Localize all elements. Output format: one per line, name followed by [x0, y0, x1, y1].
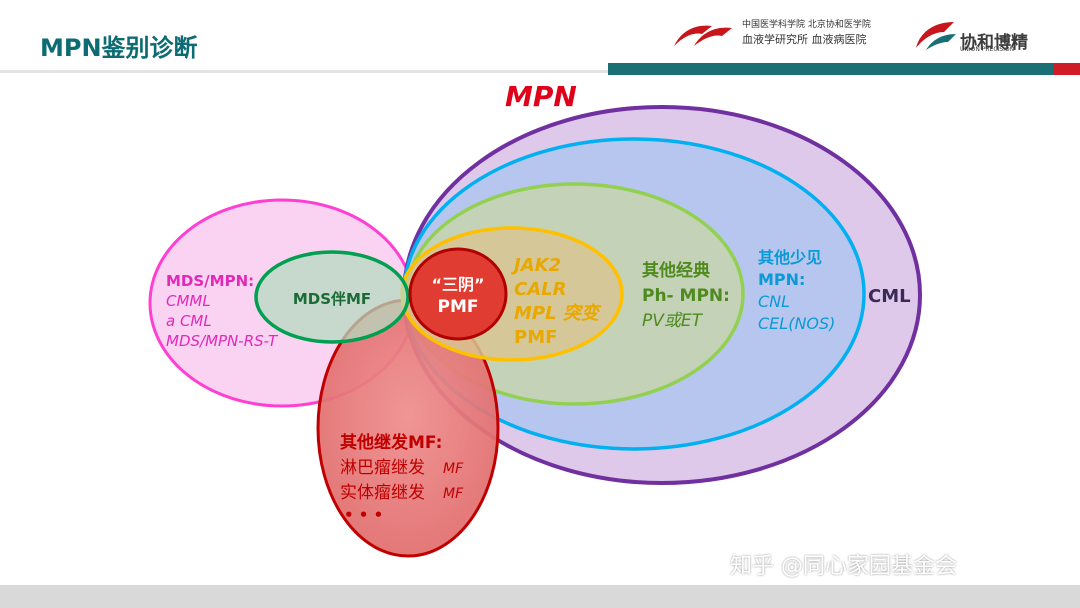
brand-subtitle: UNION PRECISION: [960, 46, 1015, 53]
mds-mf-label: MDS伴MF: [293, 290, 371, 308]
other-rare-title: 其他少见: [758, 248, 822, 267]
triple-negative-label: “三阴”: [431, 275, 484, 294]
other-rare-subtitle: MPN:: [758, 270, 805, 289]
mpn-label: MPN: [505, 80, 577, 113]
mutation-jak2: JAK2: [511, 255, 561, 276]
other-classic-subtitle: Ph- MPN:: [642, 286, 730, 306]
secondary-mf-title: 其他继发MF:: [340, 432, 442, 453]
brand-logo-icon: [916, 22, 956, 50]
secondary-mf-lymphoma-mf: MF: [443, 461, 464, 477]
footer-bar: [0, 585, 1080, 608]
cml-label: CML: [868, 286, 911, 307]
institute-logo-icon: [674, 25, 732, 46]
institute-name-line2: 血液学研究所 血液病医院: [742, 33, 867, 46]
header-rule: [0, 70, 1080, 73]
mutation-pmf: PMF: [514, 327, 557, 348]
triple-negative-pmf-ellipse: [408, 247, 508, 341]
header-bar-teal: [608, 63, 1053, 75]
brand-name: 协和博精: [960, 33, 1028, 53]
mutation-calr: CALR: [514, 279, 566, 300]
watermark: 知乎 @同心家园基金会: [730, 554, 957, 579]
other-classic-title: 其他经典: [642, 260, 710, 281]
header-bar-red: [1053, 63, 1080, 75]
mds-mpn-acml: a CML: [166, 312, 212, 330]
mds-mpn-title: MDS/MPN:: [166, 272, 254, 290]
page-title: MPN鉴别诊断: [40, 34, 198, 62]
mds-mf-ellipse: [254, 250, 410, 344]
other-rare-cel: CEL(NOS): [758, 314, 835, 333]
other-rare-cnl: CNL: [758, 292, 790, 311]
secondary-mf-ellipsis: • • •: [344, 506, 383, 524]
mutation-mpl: MPL 突变: [514, 303, 602, 324]
mds-mpn-cmml: CMML: [166, 292, 211, 310]
institute-name-line1: 中国医学科学院 北京协和医学院: [742, 20, 871, 30]
secondary-mf-lymphoma: 淋巴瘤继发: [340, 458, 425, 478]
mds-mpn-rs-t: MDS/MPN-RS-T: [166, 332, 279, 350]
other-classic-pv-et: PV或ET: [642, 311, 704, 331]
secondary-mf-solid-mf: MF: [443, 486, 464, 502]
triple-negative-pmf: PMF: [438, 297, 479, 317]
secondary-mf-solid: 实体瘤继发: [340, 483, 425, 503]
